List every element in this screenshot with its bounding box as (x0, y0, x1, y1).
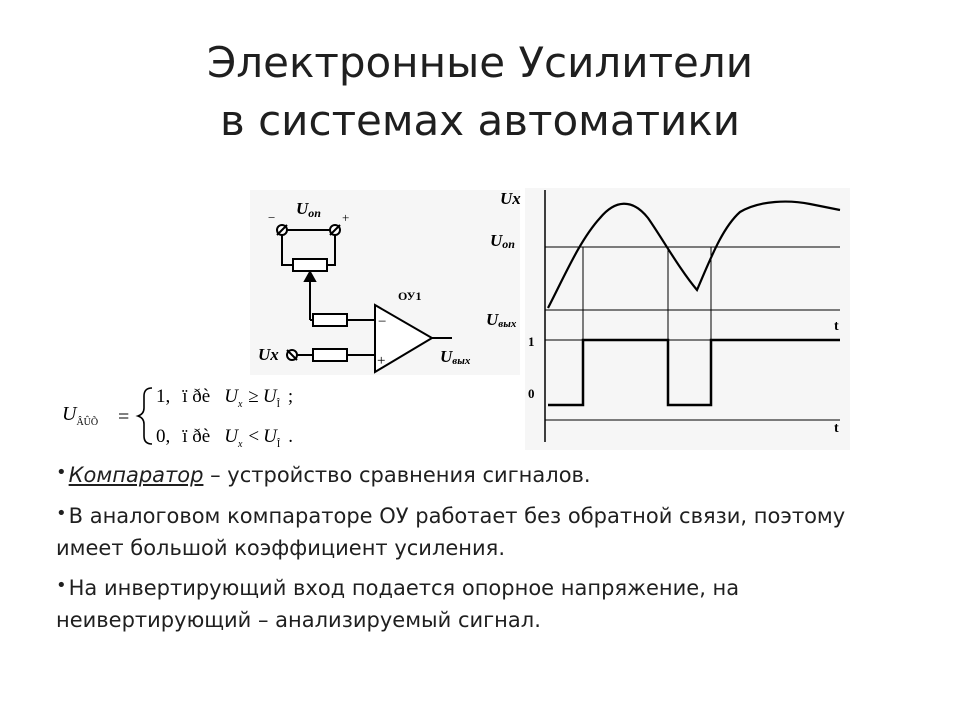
circuit-uop-label: Uоп (296, 199, 321, 220)
bullet-item-1: •Компаратор – устройство сравнения сигна… (56, 460, 916, 492)
resistor-noninverting (312, 348, 348, 362)
formula-lhs: UÂÛÕ (62, 403, 98, 428)
graph-upper-t-label: t (834, 319, 839, 334)
timing-graph (544, 190, 841, 442)
terminal-plus-slash (329, 224, 341, 236)
circuit-minus-label: − (268, 210, 275, 225)
title-line-2: в системах автоматики (219, 96, 741, 145)
resistor-inverting (312, 313, 348, 327)
bullet-3-text: На инвертирующий вход подается опорное н… (56, 576, 740, 632)
pot-wire-right (327, 235, 336, 266)
circuit-ux-label: Ux (258, 345, 279, 364)
op-amp-minus-label: − (378, 314, 386, 330)
op-amp-label: ОУ1 (398, 289, 421, 303)
potentiometer (292, 258, 328, 272)
title-line-1: Электронные Усилители (206, 38, 754, 87)
terminal-minus-slash (276, 224, 288, 236)
bullet-1-text: – устройство сравнения сигналов. (203, 463, 591, 487)
graph-level-one-label: 1 (528, 334, 535, 349)
graph-uop-label: Uоп (490, 231, 515, 251)
ux-signal-curve (547, 200, 841, 309)
bullet-item-3: •На инвертирующий вход подается опорное … (56, 573, 916, 636)
graph-uvyx-label: Uвых (486, 310, 517, 330)
uout-square-wave (548, 338, 840, 407)
op-amp-plus-label: + (377, 353, 385, 369)
terminal-ux-slash (286, 349, 298, 361)
circuit-diagram (276, 224, 452, 374)
bullet-dot-icon: • (56, 503, 67, 524)
pot-arrow (303, 269, 317, 282)
circuit-uvyx-label: Uвых (440, 347, 471, 367)
comparator-term: Компаратор (68, 463, 204, 487)
slide-title: Электронные Усилители в системах автомат… (0, 34, 960, 150)
bullet-list: •Компаратор – устройство сравнения сигна… (56, 460, 916, 645)
graph-background (525, 188, 850, 450)
bullet-item-2: •В аналоговом компараторе ОУ работает бе… (56, 501, 916, 564)
bullet-dot-icon: • (56, 575, 67, 596)
op-amp (374, 303, 434, 374)
graph-ux-label: Ux (500, 189, 521, 208)
bullet-dot-icon: • (56, 462, 67, 483)
graph-lower-t-label: t (834, 421, 839, 436)
bullet-2-text: В аналоговом компараторе ОУ работает без… (56, 504, 846, 560)
circuit-plus-label: + (342, 210, 349, 225)
formula-eq: = (118, 406, 129, 428)
formula-brace (135, 387, 153, 445)
pot-wire-left (281, 235, 293, 266)
graph-level-zero-label: 0 (528, 386, 535, 401)
